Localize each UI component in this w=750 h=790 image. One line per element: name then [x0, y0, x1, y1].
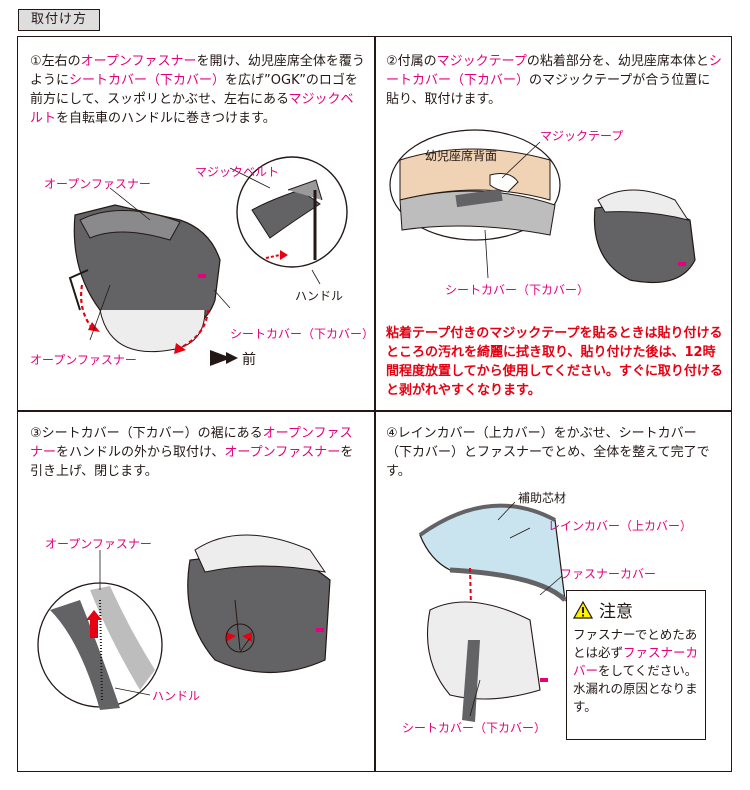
label-open-zipper-3: オープンファスナー: [45, 537, 152, 551]
step3-text: ③シートカバー（下カバー）の裾にあるオープンファスナーをハンドルの外から取付け、…: [30, 424, 365, 481]
label-seat-cover-2: シートカバー（下カバー）: [445, 283, 589, 297]
label-magic-belt: マジックベルト: [195, 165, 279, 179]
text-run: を自転車のハンドルに巻きつけます。: [56, 111, 276, 126]
text-run: ①左右の: [30, 54, 81, 69]
step4-text: ④レインカバー（上カバー）をかぶせ、シートカバー（下カバー）とファスナーでとめ、…: [386, 424, 716, 481]
label-front: 前: [242, 351, 256, 368]
adhesive-warning: 粘着テープ付きのマジックテープを貼るときは貼り付けるところの汚れを綺麗に拭き取り…: [386, 326, 723, 398]
label-seat-cover-4: シートカバー（下カバー）: [402, 721, 546, 735]
divider-horizontal: [17, 410, 732, 412]
section-title: 取付け方: [18, 9, 101, 31]
label-handle: ハンドル: [295, 289, 343, 303]
caution-title: 注意: [599, 602, 633, 622]
label-support-core: 補助芯材: [518, 491, 566, 505]
label-rain-cover: レインカバー（上カバー）: [548, 519, 692, 533]
label-seat-back: 幼児座席背面: [425, 148, 497, 163]
highlighted-term: マジックベルト: [30, 92, 354, 126]
highlighted-term: マジックテープ: [436, 54, 527, 69]
text-run: ③シートカバー（下カバー）の裾にある: [30, 426, 263, 441]
divider-vertical: [374, 36, 376, 772]
highlighted-term: オープンファスナー: [80, 54, 197, 69]
highlighted-term: オープンファスナー: [30, 426, 353, 460]
caution-box: 注意 ファスナーでとめたあとは必ずファスナーカバーをしてください。水漏れの原因と…: [566, 590, 706, 740]
label-open-zipper-top: オープンファスナー: [44, 177, 151, 191]
step4-illustration: 補助芯材 レインカバー（上カバー） ファスナーカバー シートカバー（下カバー）: [402, 491, 692, 735]
highlighted-term: シートカバー（下カバー）: [69, 73, 226, 88]
text-run: ②付属の: [386, 54, 437, 69]
text-run: のマジックテープが合う位置に貼り、取付けます。: [386, 73, 711, 107]
step1-illustration: マジックベルト オープンファスナー ハンドル シートカバー（下カバー） オープン…: [30, 156, 374, 368]
highlighted-term: オープンファスナー: [224, 445, 341, 460]
text-run: を開け、幼児座席全体を覆うように: [30, 54, 365, 88]
label-handle-3: ハンドル: [152, 689, 200, 703]
step1-text: ①左右のオープンファスナーを開け、幼児座席全体を覆うようにシートカバー（下カバー…: [30, 52, 365, 128]
warning-icon: [573, 600, 593, 619]
step2-illustration: マジックテープ 幼児座席背面 シートカバー（下カバー）: [389, 129, 696, 297]
text-run: をしてください。水漏れの原因となります。: [573, 663, 698, 714]
step3-illustration: オープンファスナー ハンドル: [37, 534, 331, 710]
step2-text: ②付属のマジックテープの粘着部分を、幼児座席本体とシートカバー（下カバー）のマジ…: [386, 52, 722, 109]
highlighted-term: ファスナーカバー: [573, 645, 699, 678]
label-seat-cover: シートカバー（下カバー）: [230, 327, 374, 341]
label-zipper-cover: ファスナーカバー: [560, 567, 656, 581]
text-run: を引き上げ、閉じます。: [30, 445, 354, 479]
caution-text: ファスナーでとめたあとは必ずファスナーカバーをしてください。水漏れの原因となりま…: [573, 626, 699, 716]
highlighted-term: シートカバー（下カバー）: [386, 54, 722, 88]
label-open-zipper-bottom: オープンファスナー: [30, 353, 137, 367]
text-run: をハンドルの外から取付け、: [56, 445, 225, 460]
text-run: の粘着部分を、幼児座席本体と: [526, 54, 709, 69]
text-run: ④レインカバー（上カバー）をかぶせ、シートカバー（下カバー）とファスナーでとめ、…: [386, 426, 710, 479]
text-run: を広げ”OGK”のロゴを前方にして、スッポリとかぶせ、左右にある: [30, 73, 358, 107]
text-run: ファスナーでとめたあとは必ず: [573, 627, 698, 660]
label-magic-tape: マジックテープ: [540, 129, 623, 143]
